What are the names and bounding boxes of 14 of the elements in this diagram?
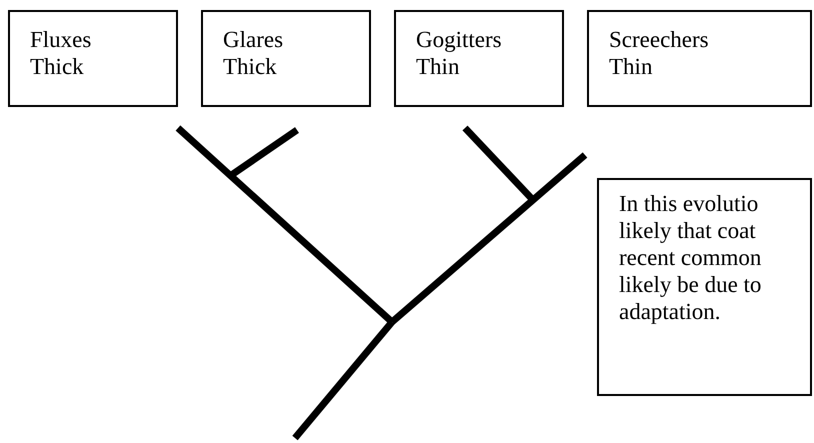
note-text: In this evolutio likely that coat recent common likely be due to adaptation. <box>619 190 762 325</box>
species-box <box>8 10 178 107</box>
species-box <box>587 10 812 107</box>
species-name: Glares <box>223 26 284 53</box>
coat-trait: Thick <box>30 53 85 80</box>
species-box <box>201 10 371 107</box>
note-box <box>597 178 812 396</box>
coat-trait: Thick <box>223 53 278 80</box>
species-name: Screechers <box>609 26 710 53</box>
species-name: Fluxes <box>30 26 92 53</box>
coat-trait: Thin <box>609 53 654 80</box>
coat-trait: Thin <box>416 53 460 80</box>
species-name: Gogitters <box>416 26 503 53</box>
species-box <box>394 10 564 107</box>
